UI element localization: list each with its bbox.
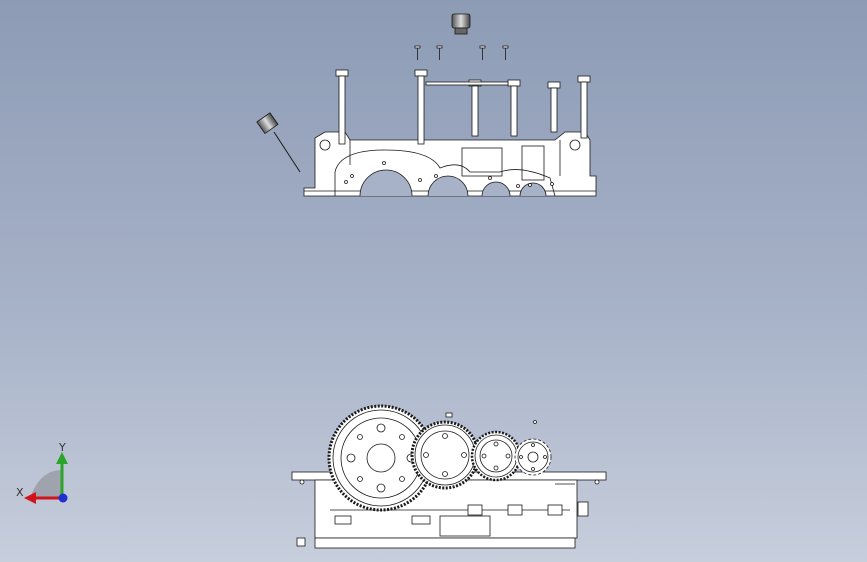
intermediate-gear-2[interactable] [470,430,522,482]
oil-dipstick[interactable] [256,112,301,173]
x-axis-arrow-icon [24,492,36,504]
breather-cap[interactable] [451,13,471,35]
input-shaft-cap[interactable] [445,412,552,476]
triad-y-label: Y [59,441,66,454]
large-gear[interactable] [327,404,435,512]
z-axis-dot-icon [58,493,68,503]
triad-x-label: X [16,486,24,499]
orientation-triad [24,452,68,504]
intermediate-gear-1[interactable] [410,420,480,490]
cover-bolts[interactable] [335,69,591,145]
small-screws[interactable] [414,45,509,60]
upper-housing-cover[interactable] [303,131,597,197]
y-axis-arrow-icon [56,452,68,464]
